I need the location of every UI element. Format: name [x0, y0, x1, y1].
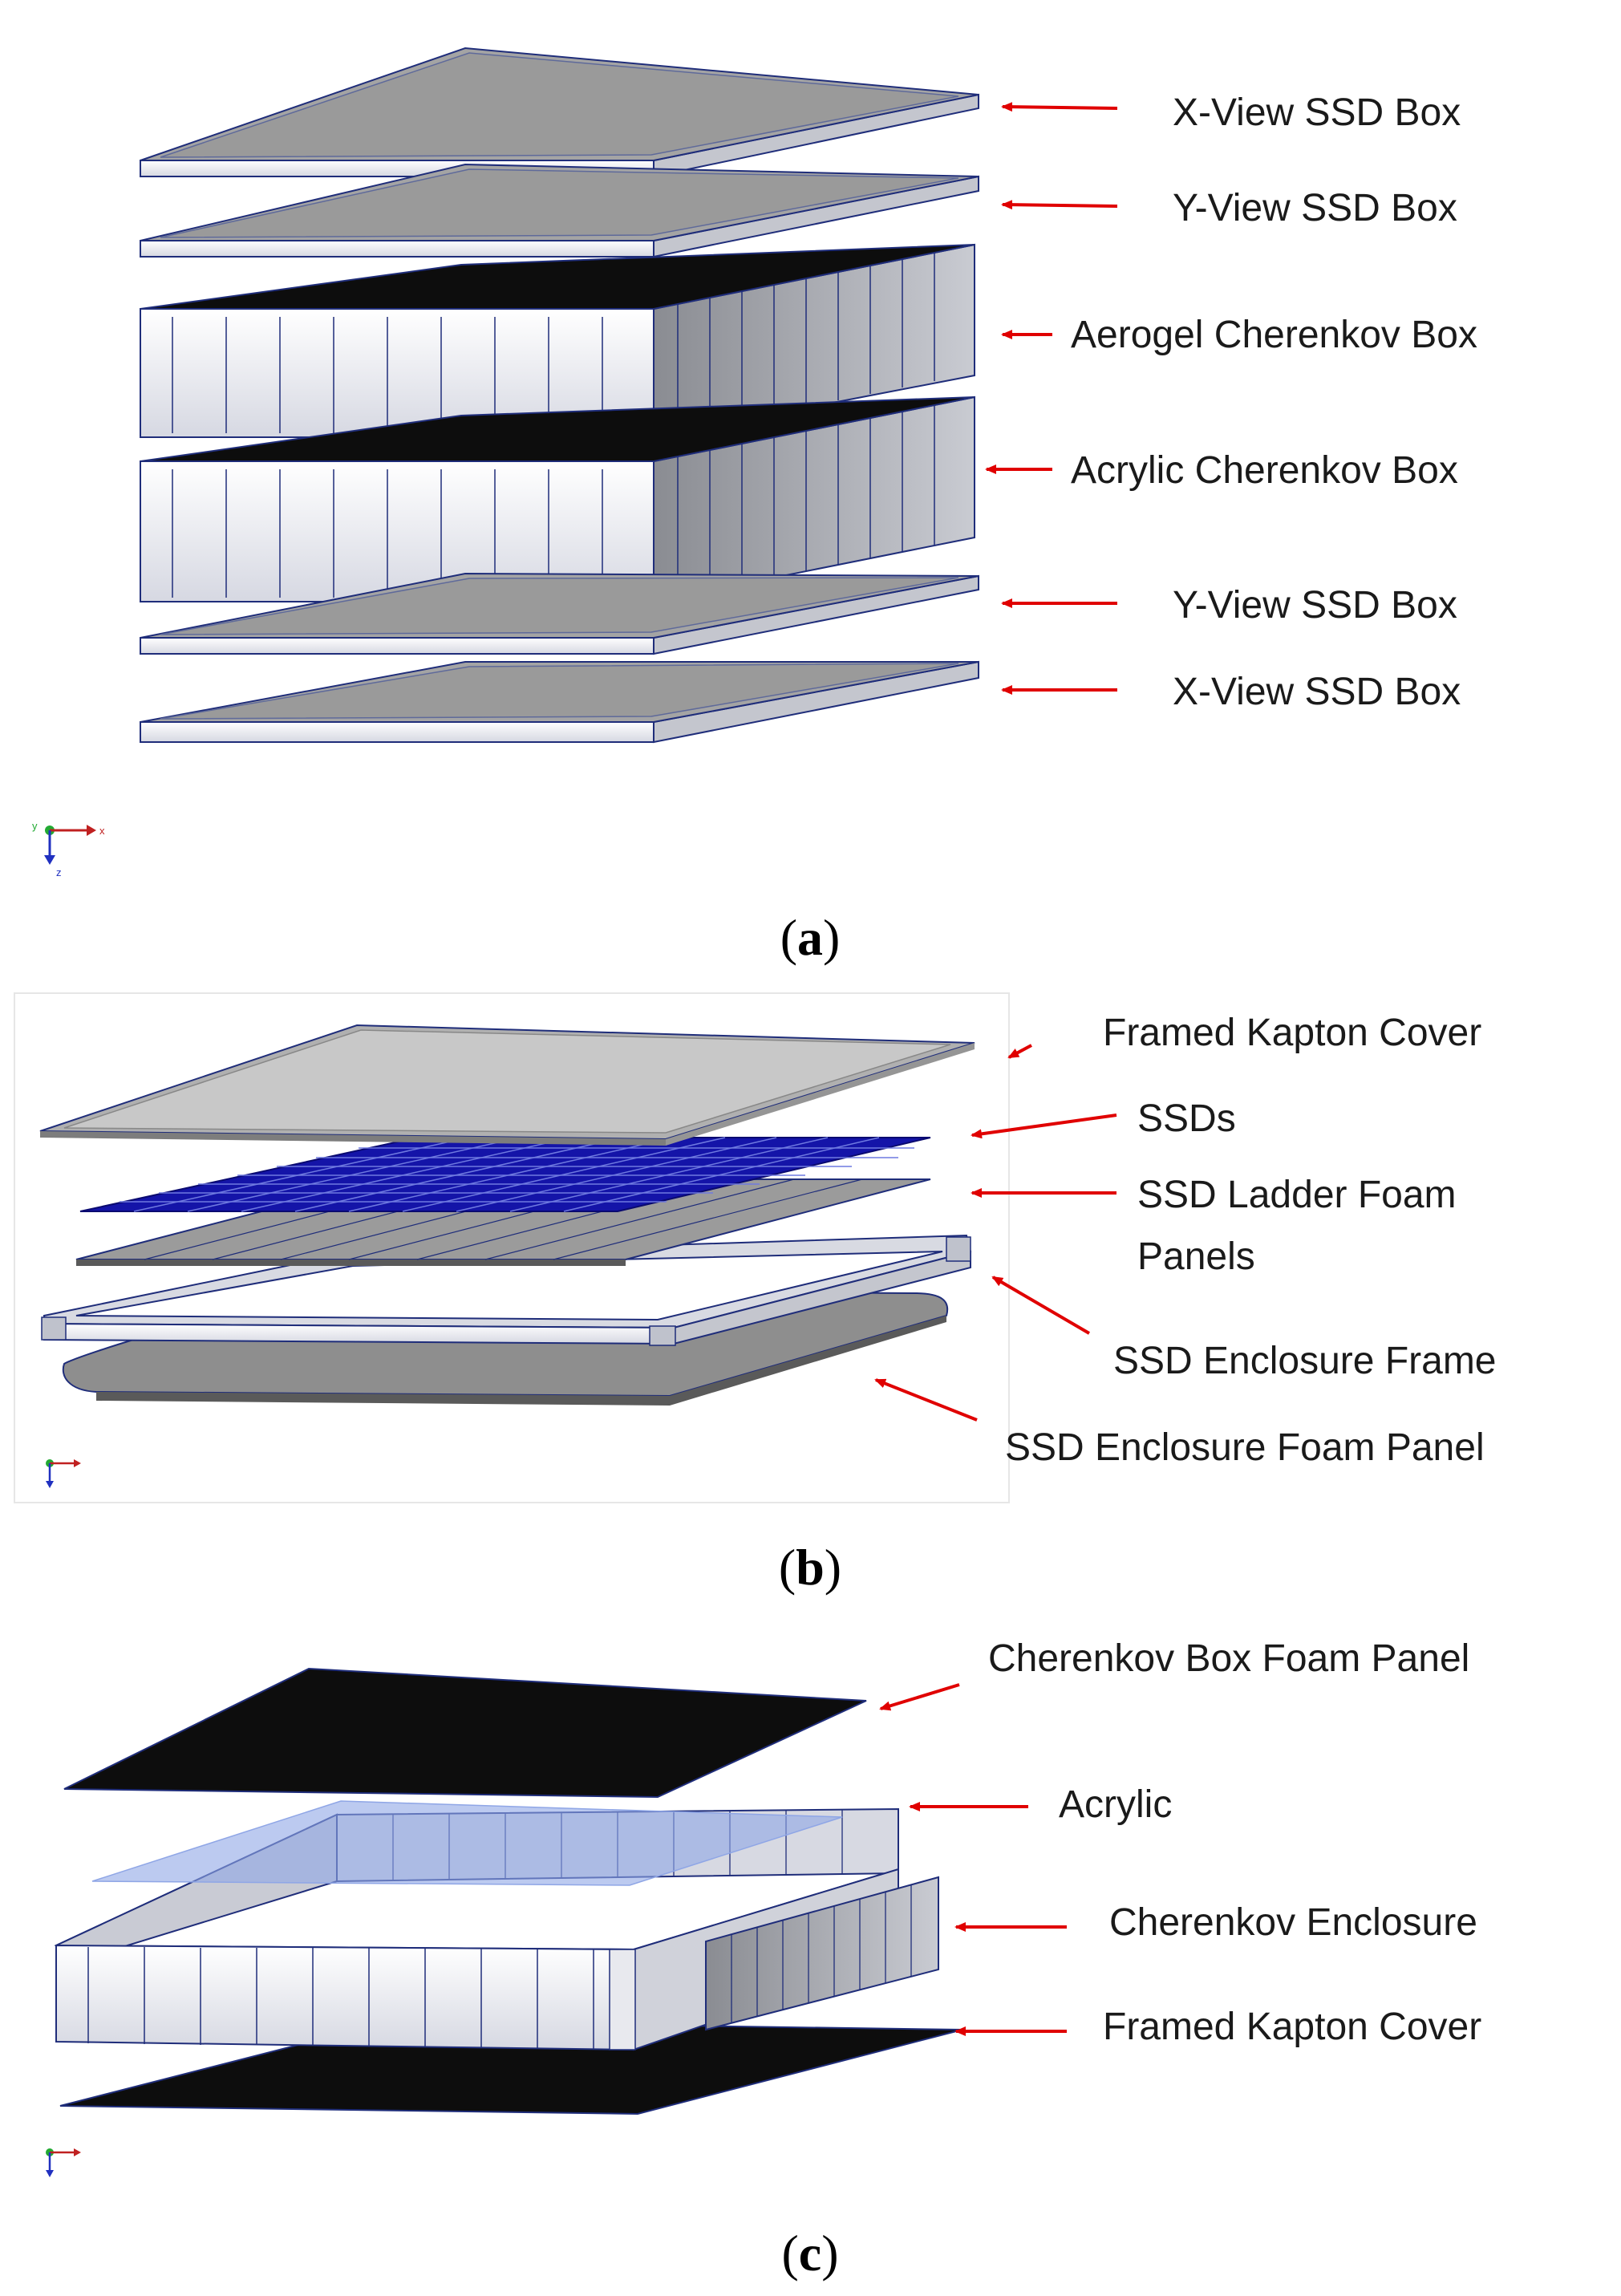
- label-aerogel-cherenkov-box: Aerogel Cherenkov Box: [1071, 314, 1477, 356]
- panel-b: Framed Kapton Cover SSDs SSD Ladder Foam…: [14, 992, 1497, 1596]
- label-ssd-enclosure-frame: SSD Enclosure Frame: [1113, 1340, 1497, 1382]
- ssd-enclosure-frame: [41, 1234, 972, 1346]
- y-view-ssd-box-top: [140, 163, 979, 258]
- label-cherenkov-enclosure: Cherenkov Enclosure: [1109, 1901, 1477, 1944]
- label-framed-kapton-cover-c: Framed Kapton Cover: [1103, 2006, 1481, 2048]
- triad-x-label: x: [99, 825, 105, 837]
- x-view-ssd-box-top: [140, 47, 979, 178]
- label-ssds: SSDs: [1137, 1097, 1236, 1140]
- aerogel-cherenkov-box: [140, 243, 975, 439]
- triad-y-label: y: [32, 820, 38, 832]
- panel-a: X-View SSD Box Y-View SSD Box Aerogel Ch…: [32, 47, 1477, 966]
- label-ssd-enclosure-foam-panel: SSD Enclosure Foam Panel: [1005, 1426, 1485, 1469]
- axis-triad-icon: [46, 2148, 81, 2177]
- label-x-view-ssd-box-bottom: X-View SSD Box: [1173, 671, 1461, 713]
- acrylic-sheet: [91, 1800, 843, 1886]
- label-panels: Panels: [1137, 1235, 1255, 1278]
- panel-c-callouts: Cherenkov Box Foam Panel Acrylic Cherenk…: [879, 1637, 1481, 2048]
- cherenkov-box-foam-panel: [63, 1667, 867, 1799]
- label-y-view-ssd-box-bottom: Y-View SSD Box: [1173, 584, 1457, 627]
- x-view-ssd-box-bottom: [140, 660, 979, 744]
- caption-c: (c): [781, 2225, 838, 2282]
- triad-z-label: z: [56, 866, 62, 878]
- framed-kapton-cover-b: [39, 1024, 975, 1146]
- label-cherenkov-box-foam-panel: Cherenkov Box Foam Panel: [988, 1637, 1469, 1680]
- label-framed-kapton-cover-b: Framed Kapton Cover: [1103, 1012, 1481, 1054]
- label-acrylic-cherenkov-box: Acrylic Cherenkov Box: [1071, 449, 1458, 492]
- caption-a: (a): [780, 909, 841, 966]
- panel-c: Cherenkov Box Foam Panel Acrylic Cherenk…: [46, 1637, 1481, 2282]
- axis-triad-icon: x y z: [32, 820, 105, 878]
- panel-b-callouts: Framed Kapton Cover SSDs SSD Ladder Foam…: [874, 1012, 1497, 1469]
- ssds-layer: [79, 1137, 931, 1212]
- panel-a-callouts: X-View SSD Box Y-View SSD Box Aerogel Ch…: [985, 91, 1477, 713]
- acrylic-cherenkov-box: [140, 396, 975, 603]
- axis-triad-icon: [46, 1459, 81, 1488]
- label-x-view-ssd-box-top: X-View SSD Box: [1173, 91, 1461, 134]
- label-acrylic: Acrylic: [1059, 1783, 1172, 1826]
- label-y-view-ssd-box-top: Y-View SSD Box: [1173, 187, 1457, 229]
- label-ssd-ladder-foam: SSD Ladder Foam: [1137, 1174, 1457, 1216]
- cherenkov-enclosure-side-panel: [705, 1876, 939, 2031]
- caption-b: (b): [779, 1539, 841, 1596]
- y-view-ssd-box-bottom: [140, 572, 979, 655]
